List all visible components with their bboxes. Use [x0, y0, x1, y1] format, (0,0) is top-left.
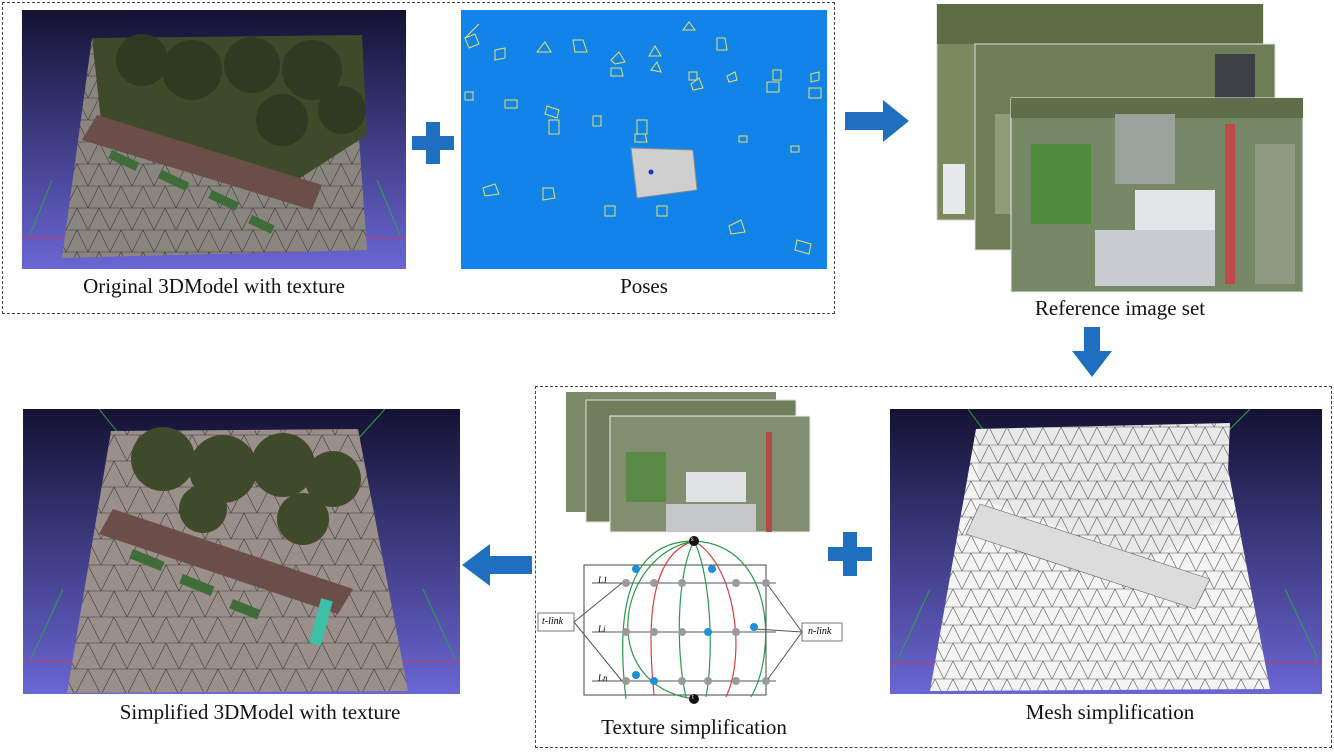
simplification-group-box — [535, 386, 1332, 748]
reference-image-stack — [935, 3, 1307, 294]
layer-1-label: L1 — [598, 575, 608, 585]
n-link-label: n-link — [808, 626, 832, 637]
source-node-label: s — [691, 535, 694, 543]
caption-poses: Poses — [620, 274, 668, 298]
poses-image — [461, 10, 827, 269]
caption-reference: Reference image set — [1034, 296, 1206, 320]
original-model-image — [22, 10, 406, 269]
caption-mesh: Mesh simplification — [1025, 700, 1195, 724]
layer-n-label: Ln — [598, 673, 608, 683]
caption-original: Original 3DModel with texture — [83, 274, 345, 298]
arrow-left-icon — [462, 544, 532, 586]
mesh-simplification-image — [890, 409, 1322, 694]
plus-icon-top — [410, 120, 456, 166]
sink-node-label: t — [692, 693, 694, 701]
arrow-down-icon — [1072, 327, 1112, 377]
simplified-model-image — [23, 409, 460, 694]
arrow-right-icon — [845, 100, 910, 142]
plus-icon-bottom — [826, 530, 874, 578]
caption-texture: Texture simplification — [601, 715, 787, 739]
t-link-label: t-link — [542, 616, 564, 627]
texture-image-stack — [566, 392, 814, 534]
layer-i-label: Li — [598, 624, 606, 634]
caption-simplified: Simplified 3DModel with texture — [119, 700, 401, 724]
input-group-box — [2, 2, 835, 314]
graph-cut-diagram: t-link n-link s t L1 Li Ln — [536, 535, 846, 710]
